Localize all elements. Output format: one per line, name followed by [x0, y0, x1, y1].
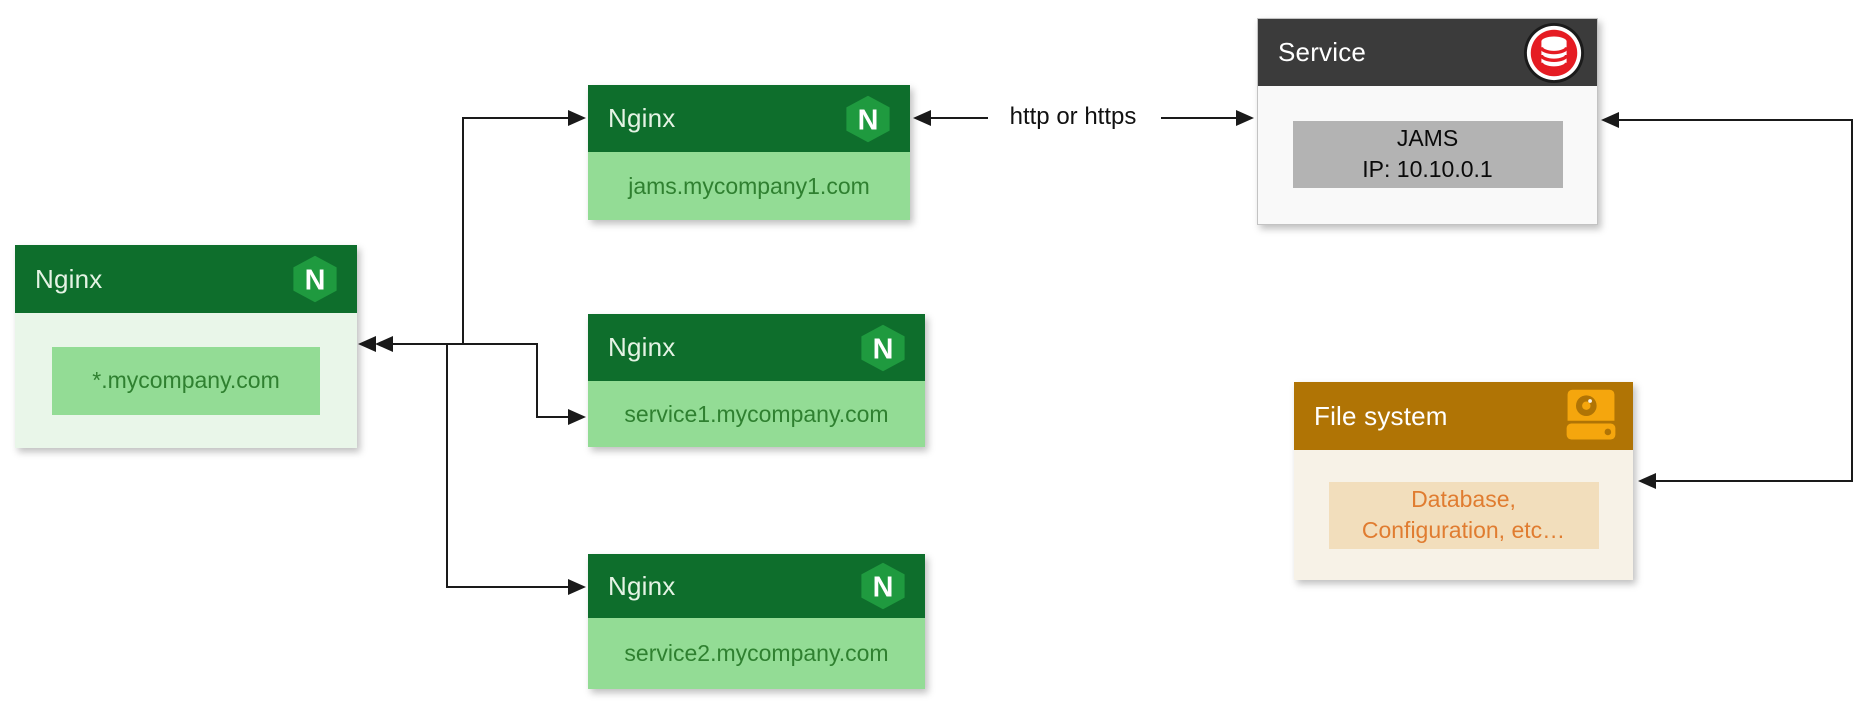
nginx-letter: N [858, 104, 879, 136]
node-header: File system [1294, 382, 1633, 450]
node-body: *.mycompany.com [15, 313, 357, 448]
edge-service-filesystem [1604, 119, 1853, 482]
arrowhead-into-wildcard-2 [375, 336, 393, 352]
nginx-logo-icon: N [844, 95, 892, 143]
service-ip: IP: 10.10.0.1 [1362, 156, 1493, 182]
node-nginx-wildcard: Nginx N *.mycompany.com [15, 245, 357, 448]
arrowhead-into-filesystem [1638, 473, 1656, 489]
arrowhead-http-into-jams [913, 110, 931, 126]
nginx-letter: N [873, 333, 894, 365]
edge-label-http: http or https [1009, 103, 1137, 130]
arrowhead-into-service1 [568, 409, 586, 425]
arrowhead-into-service2 [568, 579, 586, 595]
node-header: Nginx N [588, 554, 925, 618]
service-name: JAMS [1396, 124, 1459, 151]
edge-wildcard-service1 [394, 343, 583, 418]
node-body: JAMS IP: 10.10.0.1 [1258, 86, 1597, 222]
node-nginx-service1: Nginx N service1.mycompany.com [588, 314, 925, 447]
node-label: service2.mycompany.com [588, 618, 925, 689]
node-title: Nginx [608, 103, 676, 133]
node-header: Nginx N [588, 314, 925, 381]
fs-label-line2: Configuration, etc… [1361, 517, 1566, 543]
arrowhead-http-into-service [1236, 110, 1254, 126]
nginx-logo-icon: N [291, 255, 339, 303]
node-title: File system [1314, 400, 1448, 431]
node-title: Nginx [608, 332, 676, 362]
node-header: Nginx N [15, 245, 357, 313]
edge-wildcard-jams [377, 117, 583, 345]
node-body: Database, Configuration, etc… [1294, 450, 1633, 580]
nginx-logo-icon: N [859, 324, 907, 372]
node-label: JAMS IP: 10.10.0.1 [1292, 120, 1563, 188]
node-service: Service [1257, 18, 1598, 225]
arrowhead-into-service-right [1601, 112, 1619, 128]
node-label: jams.mycompany1.com [588, 152, 910, 220]
node-header: Service [1258, 19, 1597, 86]
fs-label-line1: Database, [1411, 485, 1516, 512]
arrowhead-into-wildcard-1 [358, 336, 376, 352]
node-file-system: File system Database, Configuration, etc… [1294, 382, 1633, 580]
nginx-logo-icon: N [859, 562, 907, 610]
node-nginx-service2: Nginx N service2.mycompany.com [588, 554, 925, 689]
node-title: Nginx [35, 263, 103, 294]
database-icon [1523, 22, 1585, 84]
node-nginx-jams: Nginx N jams.mycompany1.com [588, 85, 910, 220]
edge-wildcard-service2 [446, 345, 583, 588]
arrowhead-into-jams [568, 110, 586, 126]
nginx-letter: N [873, 571, 894, 603]
node-header: Nginx N [588, 85, 910, 152]
nginx-letter: N [305, 264, 326, 296]
hard-drive-icon [1561, 386, 1621, 446]
node-label: Database, Configuration, etc… [1328, 481, 1599, 549]
node-title: Service [1278, 37, 1367, 67]
node-label: *.mycompany.com [52, 346, 320, 415]
node-label: service1.mycompany.com [588, 381, 925, 447]
node-title: Nginx [608, 570, 676, 601]
